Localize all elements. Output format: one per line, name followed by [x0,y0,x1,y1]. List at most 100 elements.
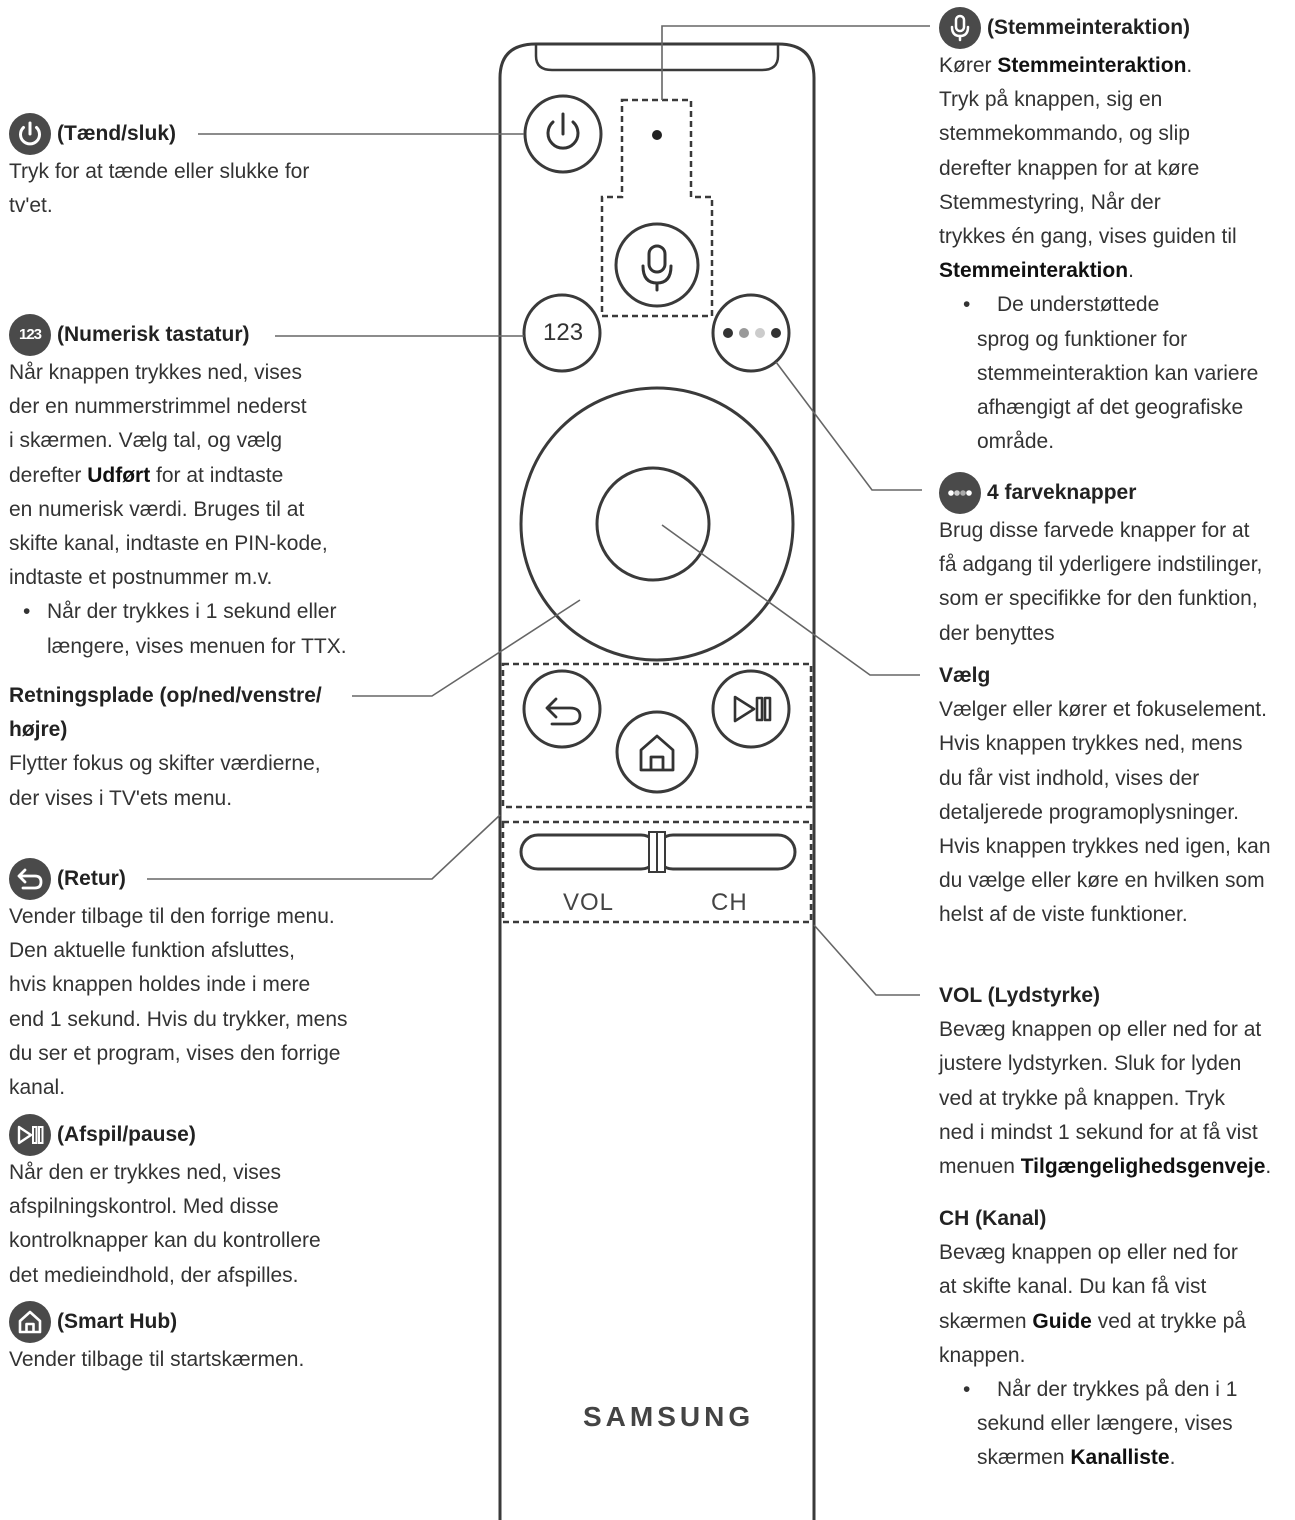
play-pause-icon [9,1114,51,1156]
ch-line-3: skærmen Guide ved at trykke på [939,1309,1246,1333]
color-button [711,293,791,373]
vol-line-3: ved at trykke på knappen. Tryk [939,1086,1225,1110]
ch-label: CH [711,889,748,916]
select-title: Vælg [939,664,991,687]
play-pause-button [711,669,791,749]
play-pause-line-4: det medieindhold, der afspilles. [9,1263,299,1287]
numeric-line-2: der en nummerstrimmel nederst [9,395,307,419]
play-pause-line-2: afspilningskontrol. Med disse [9,1195,279,1219]
power-description: (Tænd/sluk) Tryk for at tænde eller sluk… [9,113,369,223]
vol-line-4: ned i mindst 1 sekund for at få vist [939,1120,1258,1144]
return-line-6: kanal. [9,1076,66,1100]
return-description: (Retur) Vender tilbage til den forrige m… [9,858,389,1105]
numeric-button [522,293,602,373]
smart-hub-line-1: Vender tilbage til startskærmen. [9,1348,305,1371]
vol-description: VOL (Lydstyrke) Bevæg knappen op eller n… [939,979,1295,1184]
mic-dashed-area [600,98,714,318]
numeric-123-icon: 123 [9,314,51,356]
return-line-4: end 1 sekund. Hvis du trykker, mens [9,1007,348,1031]
brand-logo: SAMSUNG [583,1401,755,1432]
ch-description: CH (Kanal) Bevæg knappen op eller ned fo… [939,1202,1295,1476]
remote-body [498,42,816,1520]
voice-line-7: Stemmeinteraktion. [939,259,1134,283]
vol-title: VOL (Lydstyrke) [939,984,1101,1007]
numeric-title: (Numerisk tastatur) [57,322,250,346]
home-glyph [639,734,675,772]
voice-line-1: Kører Stemmeinteraktion. [939,54,1193,77]
smart-hub-title: (Smart Hub) [57,1309,178,1333]
select-line-3: du får vist indhold, vises der [939,766,1200,790]
direction-title-1: Retningsplade (op/ned/venstre/ [9,684,322,707]
color-buttons-title: 4 farveknapper [987,480,1137,504]
voice-description: (Stemmeinteraktion) Kører Stemmeinterakt… [939,7,1289,459]
channel-rocker [654,833,797,871]
voice-line-6: trykkes én gang, vises guiden til [939,225,1237,249]
voice-title: (Stemmeinteraktion) [987,15,1191,39]
ch-line-1: Bevæg knappen op eller ned for [939,1241,1238,1265]
return-line-3: hvis knappen holdes inde i mere [9,973,311,997]
home-icon [9,1301,51,1343]
select-line-4: detaljerede programoplysninger. [939,800,1240,824]
power-title: (Tænd/sluk) [57,121,176,145]
leader-lines [147,25,930,996]
voice-line-4: derefter knappen for at køre [939,156,1200,180]
color-line-1: Brug disse farvede knapper for at [939,519,1250,542]
smart-hub-button [615,710,699,794]
remote-top-cap [534,44,780,72]
select-line-6: du vælge eller køre en hvilken som [939,869,1265,893]
direction-pad-description: Retningsplade (op/ned/venstre/ højre) Fl… [9,679,389,816]
vol-ch-dashed-area [501,820,813,924]
vol-line-5: menuen Tilgængelighedsgenveje. [939,1155,1272,1179]
numeric-line-1: Når knappen trykkes ned, vises [9,361,302,384]
volume-rocker [519,833,660,871]
return-line-1: Vender tilbage til den forrige menu. [9,905,335,928]
select-description: Vælg Vælger eller kører et fokuselement.… [939,659,1295,933]
power-line-1: Tryk for at tænde eller slukke for [9,160,310,183]
play-pause-description: (Afspil/pause) Når den er trykkes ned, v… [9,1114,389,1293]
ch-bullet: • Når der trykkes på den i 1 sekund elle… [963,1378,1238,1470]
play-pause-glyph [733,695,772,723]
power-glyph [546,112,580,150]
control-dashed-area [501,662,813,809]
select-line-1: Vælger eller kører et fokuselement. [939,698,1267,722]
return-title: (Retur) [57,866,126,890]
return-line-2: Den aktuelle funktion afsluttes, [9,939,296,963]
microphone-glyph [641,244,673,292]
direction-line-2: der vises i TV'ets menu. [9,786,233,810]
ch-line-4: knappen. [939,1343,1026,1367]
voice-line-3: stemmekommando, og slip [939,122,1190,146]
color-line-2: få adgang til yderligere indstilinger, [939,553,1263,577]
voice-line-5: Stemmestyring, Når der [939,190,1161,214]
microphone-icon [939,7,981,49]
microphone-hole [652,130,662,140]
numeric-line-6: skifte kanal, indtaste en PIN-kode, [9,532,328,556]
play-pause-line-1: Når den er trykkes ned, vises [9,1161,281,1184]
power-line-2: tv'et. [9,194,53,218]
voice-button [614,222,700,308]
numeric-line-4: derefter Udført for at indtaste [9,463,284,487]
select-line-7: helst af de viste funktioner. [939,903,1188,927]
numeric-line-3: i skærmen. Vælg tal, og vælg [9,429,283,453]
numeric-button-label[interactable]: 123 [543,319,584,346]
ch-title: CH (Kanal) [939,1207,1047,1230]
select-button [595,466,711,582]
direction-title-2: højre) [9,718,68,742]
color-buttons-description: 4 farveknapper Brug disse farvede knappe… [939,472,1295,651]
select-line-5: Hvis knappen trykkes ned igen, kan [939,835,1271,859]
vol-line-2: justere lydstyrken. Sluk for lyden [939,1052,1242,1076]
numeric-icon-text: 123 [18,326,42,343]
ch-line-2: at skifte kanal. Du kan få vist [939,1275,1207,1299]
numeric-line-5: en numerisk værdi. Bruges til at [9,497,305,521]
color-line-3: som er specifikke for den funktion, [939,587,1258,611]
numeric-line-7: indtaste et postnummer m.v. [9,566,273,590]
return-glyph [545,697,582,726]
voice-bullet: • De understøttede sprog og funktioner f… [963,293,1259,454]
voice-line-2: Tryk på knappen, sig en [939,88,1163,112]
color-dots-icon [939,472,981,514]
return-icon [9,858,51,900]
power-icon [9,113,51,155]
color-line-4: der benyttes [939,621,1055,645]
return-line-5: du ser et program, vises den forrige [9,1041,341,1065]
numeric-bullet: • Når der trykkes i 1 sekund eller længe… [23,600,347,658]
